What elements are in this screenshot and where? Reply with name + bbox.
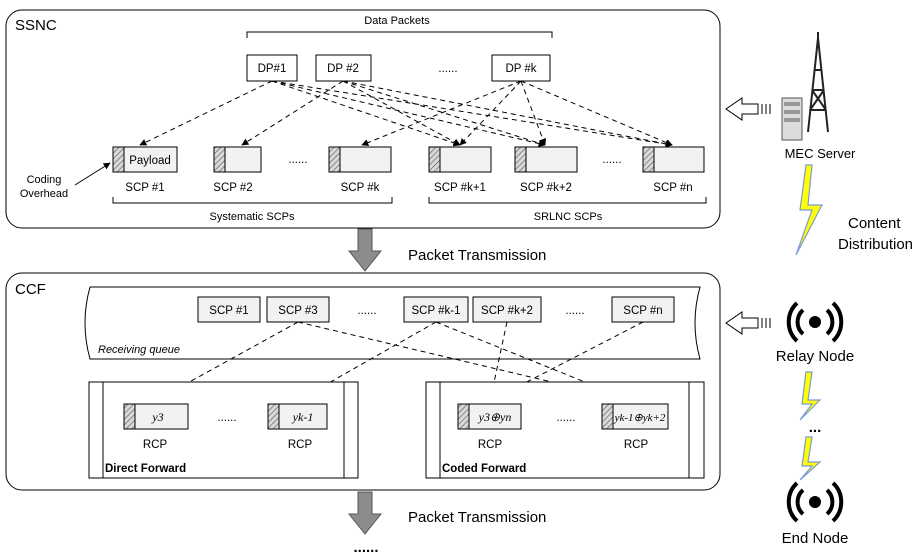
coding-overhead-line2: Overhead [20,188,68,200]
scp-k-plus-2 [514,146,578,173]
dp-box-2 [315,54,372,82]
dp-label-2: DP #2 [327,63,359,75]
relay-lightning-icon-1 [799,371,822,421]
rcp-coded-1-value: y3⊕yn [478,410,512,424]
dp-to-scp-arrows [139,80,673,148]
queue-item-1: SCP #1 [209,305,248,317]
content-label-2: Distribution [838,236,913,253]
content-label-1: Content [848,215,901,232]
dp-label-k: DP #k [505,63,536,75]
data-packets-bracket [246,31,553,38]
content-distribution-lightning-icon [795,164,823,256]
rcp-coded-2-value: yk-1⊕yk+2 [614,412,666,424]
queue-item-2: SCP #3 [278,305,317,317]
scp-2 [213,146,262,173]
rcp-coded-2 [601,403,669,430]
scp-1: Payload [112,146,178,173]
relay-node-label: Relay Node [776,348,854,365]
ccf-label: CCF [15,281,46,298]
transmission-arrow-2 [347,491,383,535]
scp-label-n: SCP #n [653,182,692,194]
rcp-ellipsis-1: ...... [217,412,236,424]
scp-label-1: SCP #1 [125,182,164,194]
bottom-ellipsis: ...... [353,539,378,556]
mec-server-label: MEC Server [785,146,856,161]
coding-overhead-arrow [74,162,111,186]
rcp-direct-1 [123,403,189,430]
receiving-queue-label: Receiving queue [98,344,180,356]
transmission-label-1: Packet Transmission [408,247,546,264]
scp-label-2: SCP #2 [213,182,252,194]
relay-lightning-icon-2 [799,436,822,481]
relay-ellipsis: ... [809,419,822,436]
incoming-arrow-ssnc [725,97,771,121]
rcp-direct-1-value: y3 [151,410,163,424]
scp-k-plus-1 [428,146,492,173]
dp-label-1: DP#1 [258,63,287,75]
rcp-direct-2-value: yk-1 [292,410,314,424]
direct-forward-box [88,381,359,479]
rcp-direct-2-label: RCP [288,439,313,451]
srlnc-bracket [428,197,707,204]
queue-item-5: SCP #n [623,305,662,317]
transmission-arrow-1 [347,228,383,272]
end-node-label: End Node [782,530,849,547]
rcp-coded-2-label: RCP [624,439,649,451]
ssnc-label: SSNC [15,17,57,34]
queue-item-4: SCP #k+2 [481,305,533,317]
queue-item-3: SCP #k-1 [411,305,460,317]
payload-label: Payload [129,155,171,167]
incoming-arrow-ccf [725,311,771,335]
coding-overhead-line1: Coding [27,174,62,186]
scp-label-k: SCP #k [341,182,380,194]
mec-server-tower-icon [781,32,829,141]
rcp-coded-1-label: RCP [478,439,503,451]
scp-label-k2: SCP #k+2 [520,182,572,194]
rcp-coded-1 [457,403,522,430]
direct-forward-label: Direct Forward [105,463,186,475]
end-node-icon [786,481,844,523]
srlnc-label: SRLNC SCPs [534,211,603,223]
ccf-panel: CCF Receiving queue SCP #1 SCP #3 ......… [5,272,721,491]
data-packets-label: Data Packets [364,15,430,27]
coded-forward-label: Coded Forward [442,463,526,475]
scp-k [328,146,392,173]
systematic-bracket [112,197,393,204]
scp-n [642,146,705,173]
queue-ellipsis-1: ...... [357,305,376,317]
scp-ellipsis-1: ...... [288,154,307,166]
relay-node-icon [786,301,844,343]
ssnc-panel: SSNC Data Packets DP#1 DP #2 ...... DP #… [5,9,721,229]
systematic-label: Systematic SCPs [210,211,295,223]
dp-ellipsis: ...... [438,63,457,75]
transmission-label-2: Packet Transmission [408,509,546,526]
rcp-ellipsis-2: ...... [556,412,575,424]
scp-ellipsis-2: ...... [602,154,621,166]
rcp-direct-2 [267,403,328,430]
coded-forward-box [425,381,705,479]
scp-label-k1: SCP #k+1 [434,182,486,194]
queue-ellipsis-2: ...... [565,305,584,317]
rcp-direct-1-label: RCP [143,439,168,451]
